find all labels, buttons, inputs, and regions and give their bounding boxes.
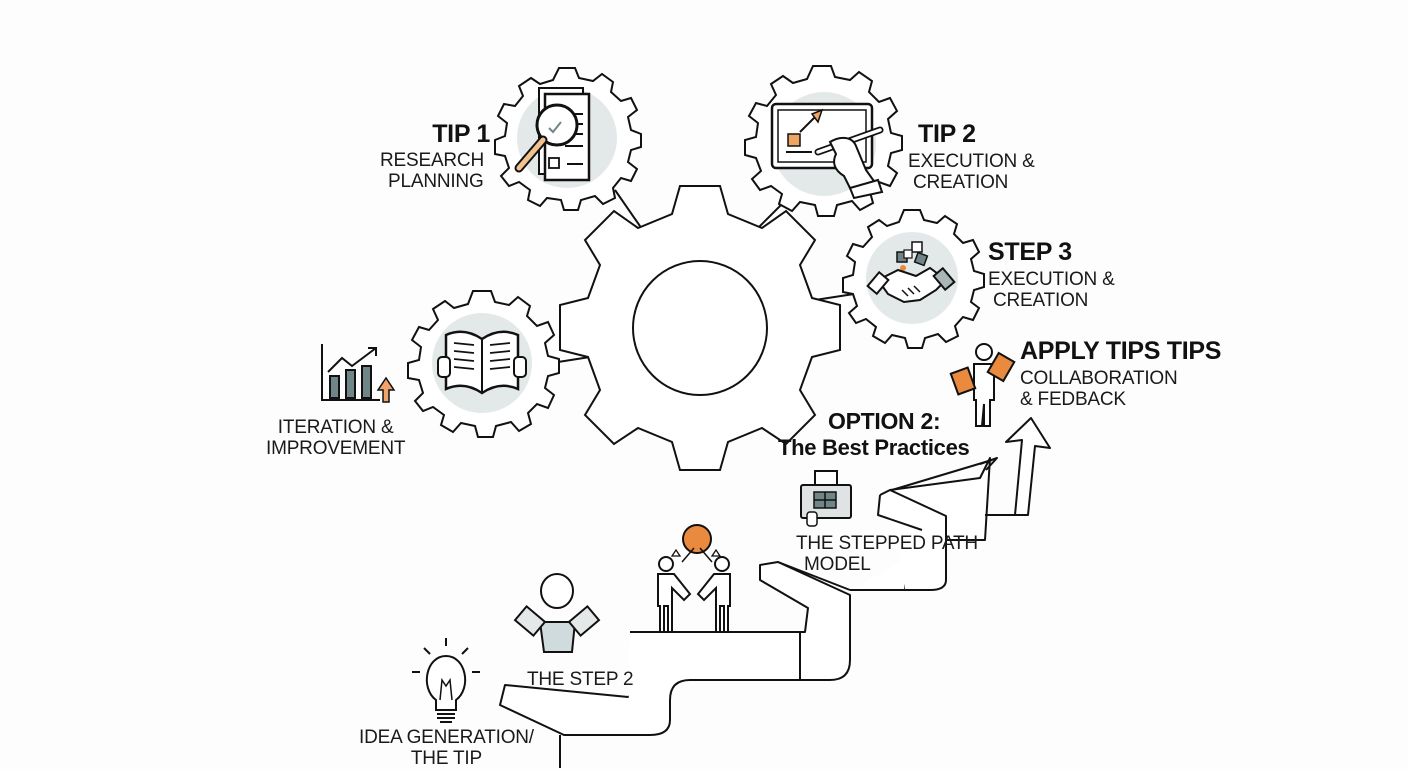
node-title: APPLY TIPS TIPS [1020,337,1222,365]
node-line: THE TIP [410,748,482,769]
staircase [499,417,1051,768]
node-line: & FEDBACK [1020,389,1126,410]
magnifier-icon [535,103,579,147]
node-iteration: ITERATION & IMPROVEMENT [266,416,405,458]
node-apply: APPLY TIPS TIPS COLLABORATION & FEDBACK [1020,337,1222,410]
node-line: EXECUTION & [988,269,1115,290]
node-step3: STEP 3 EXECUTION & CREATION [988,238,1115,311]
node-line: EXECUTION & [908,151,1035,172]
node-title: TIP 1 [432,120,490,148]
node-title: STEP 3 [988,238,1072,266]
gear-tip1 [494,67,642,211]
node-tip2: TIP 2 EXECUTION & CREATION [908,120,1035,193]
lightbulb-icon [412,638,480,723]
bar-chart-icon [321,344,396,403]
person-carrying-boxes-icon [949,343,1016,427]
node-line: IDEA GENERATION/ [359,727,534,748]
gear-iteration [407,290,560,438]
node-line: THE STEP 2 [527,669,634,690]
node-stepped-path: THE STEPPED PATH MODEL [796,532,978,574]
node-tip1: TIP 1 RESEARCH PLANNING [370,120,490,192]
node-idea: IDEA GENERATION/ THE TIP [359,726,534,768]
node-step2: THE STEP 2 [527,668,634,690]
gear-tip2 [744,65,903,217]
node-line: MODEL [804,554,871,575]
node-line: RESEARCH [380,150,484,171]
node-line: CREATION [913,172,1009,193]
node-line: COLLABORATION [1020,368,1178,389]
partners-handshake-icon [657,524,731,633]
central-gear [559,185,841,471]
calendar-board-icon [800,470,852,527]
node-line: IMPROVEMENT [266,438,406,459]
node-title: TIP 2 [918,120,976,148]
node-option2: OPTION 2: The Best Practices [778,408,970,460]
node-line: CREATION [993,290,1089,311]
gear-step3 [842,209,985,349]
person-icon [513,573,601,653]
node-line: The Best Practices [778,435,970,460]
node-line: THE STEPPED PATH [796,533,978,554]
node-line: PLANNING [388,171,484,192]
node-line: ITERATION & [277,417,394,438]
node-title: OPTION 2: [828,408,941,434]
